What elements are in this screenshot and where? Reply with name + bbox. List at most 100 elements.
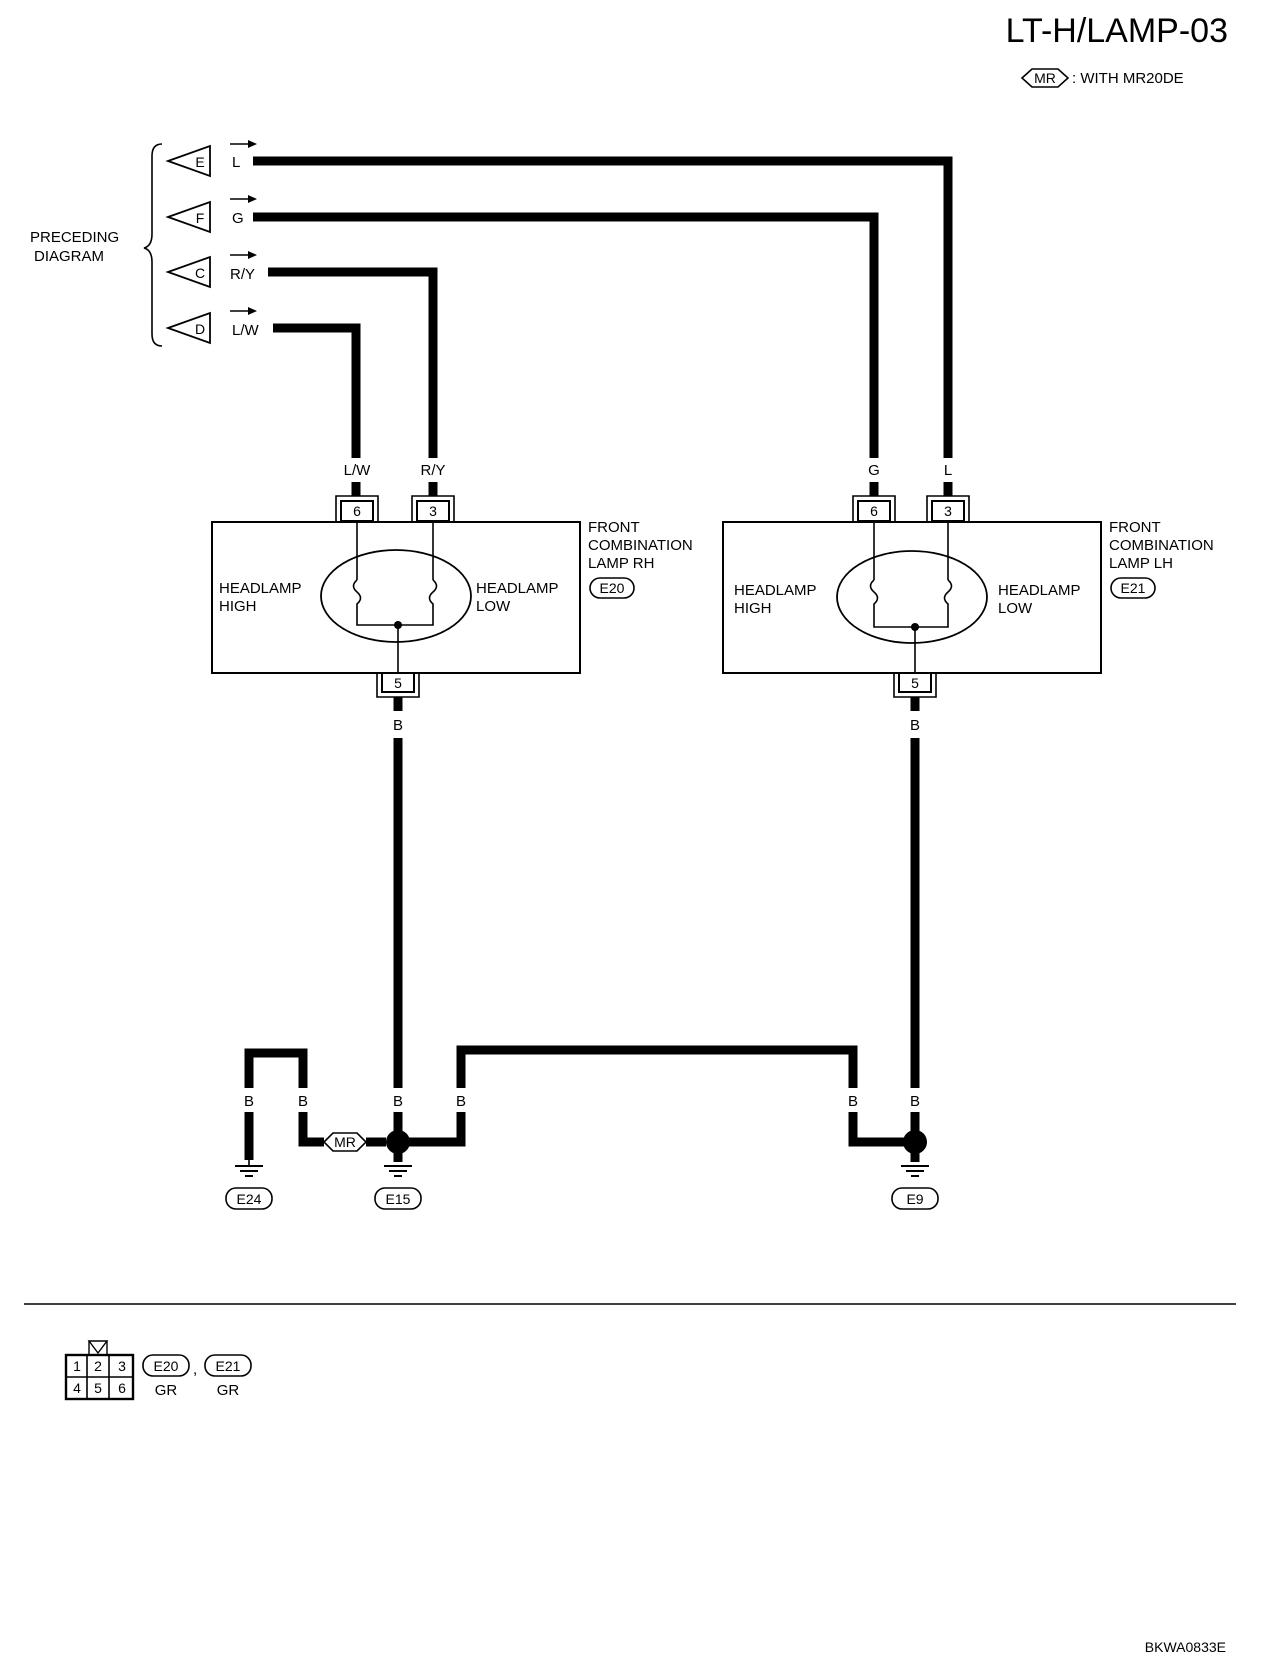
lamp-lh-box <box>722 521 1102 674</box>
wire-lw <box>273 323 361 458</box>
ground-wire-label: B <box>910 1093 920 1110</box>
pin-number: 4 <box>73 1380 81 1396</box>
splice-dot-e15 <box>386 1130 410 1154</box>
pin-number: 3 <box>118 1358 126 1374</box>
svg-text:5: 5 <box>911 675 919 691</box>
pin-connector-lh-low: 3 <box>926 495 970 522</box>
footer-code: BKWA0833E <box>1145 1639 1226 1655</box>
wire-g <box>253 212 879 458</box>
pin-connector-rh-ground: 5 <box>376 672 420 698</box>
wire-label-lamp-rh-high: L/W <box>344 462 372 479</box>
pinout-id-e20: E20 <box>154 1358 179 1374</box>
svg-text:3: 3 <box>944 503 952 519</box>
pin-connector-lh-high: 6 <box>852 495 896 522</box>
pin-number: 6 <box>118 1380 126 1396</box>
preceding-label-line1: PRECEDING <box>30 229 119 246</box>
ground-id-e9: E9 <box>906 1191 923 1207</box>
legend-mr-code: MR <box>1034 70 1056 86</box>
lamp-rh: 6 3 HEADLAMP HIGH HEADLAMP LOW 5 FRONT C… <box>211 495 693 698</box>
connector-id-tag <box>204 1354 252 1377</box>
diagram-title: LT-H/LAMP-03 <box>1006 12 1228 50</box>
connector-letter: E <box>195 154 204 170</box>
ground-id-tag <box>891 1187 939 1210</box>
pin-connector-rh-low: 3 <box>411 495 455 522</box>
lamp-rh-label-high-1: HEADLAMP <box>219 580 302 597</box>
headlamp-bulb-icon <box>320 549 472 643</box>
ground-id-tag <box>225 1187 273 1210</box>
svg-text:6: 6 <box>353 503 361 519</box>
lamp-rh-name-3: LAMP RH <box>588 555 654 572</box>
ground-id-e24: E24 <box>237 1191 262 1207</box>
lamp-lh-name-2: COMBINATION <box>1109 537 1214 554</box>
ground-symbol-icon <box>384 1152 412 1177</box>
right-arrow-icon <box>230 195 257 203</box>
legend-mr: MR : WITH MR20DE <box>1020 68 1184 88</box>
lamp-rh-box <box>211 521 581 674</box>
wire-label-lw: L/W <box>232 322 260 339</box>
right-arrow-icon <box>230 140 257 148</box>
ground-wire-label: B <box>456 1093 466 1110</box>
lamp-rh-label-low-1: HEADLAMP <box>476 580 559 597</box>
wire-mr-left <box>298 1112 324 1147</box>
arrow-connector-icon <box>165 255 211 289</box>
ground-id-tag <box>374 1187 422 1210</box>
pinout-separator: , <box>193 1361 197 1378</box>
connector-letter: C <box>195 265 205 281</box>
connector-id-tag <box>1110 577 1156 599</box>
right-arrow-icon <box>230 307 257 315</box>
ground-symbol-icon <box>901 1152 929 1177</box>
lamp-lh-label-low-1: HEADLAMP <box>998 582 1081 599</box>
connector-id-tag <box>142 1354 190 1377</box>
connector-letter: D <box>195 321 205 337</box>
wire-bridge <box>456 1045 858 1088</box>
wire-bridge-right-down <box>848 1112 905 1147</box>
connector-id-tag <box>589 577 635 599</box>
legend-mr-tag <box>1020 68 1070 88</box>
pin-connector-rh-high: 6 <box>335 495 379 522</box>
wire-label-l: L <box>232 154 240 171</box>
ground-wire-label: B <box>298 1093 308 1110</box>
wire-l <box>253 156 953 458</box>
preceding-connector-d: D <box>165 311 211 345</box>
pin-number: 1 <box>73 1358 81 1374</box>
preceding-connector-e: E <box>165 144 211 178</box>
wire-label-lh-ground: B <box>910 717 920 734</box>
arrow-connector-icon <box>165 311 211 345</box>
lamp-lh: 6 3 HEADLAMP HIGH HEADLAMP LOW 5 FRONT C… <box>722 495 1214 698</box>
ground-wire-label: B <box>848 1093 858 1110</box>
splice-dot-e9 <box>903 1130 927 1154</box>
ground-id-e15: E15 <box>386 1191 411 1207</box>
lamp-lh-label-low-2: LOW <box>998 600 1033 617</box>
svg-text:6: 6 <box>870 503 878 519</box>
lamp-rh-label-high-2: HIGH <box>219 598 257 615</box>
lamp-rh-name-2: COMBINATION <box>588 537 693 554</box>
connector-key-icon <box>87 1340 109 1355</box>
arrow-connector-icon <box>165 144 211 178</box>
wire-label-rh-ground: B <box>393 717 403 734</box>
pin-connector-lh-ground: 5 <box>893 672 937 698</box>
pinout-color-e20: GR <box>155 1382 178 1399</box>
legend-mr-text: : WITH MR20DE <box>1072 70 1184 87</box>
connector-letter: F <box>196 210 205 226</box>
wire-ry <box>268 267 438 458</box>
wire-bridge-left-down <box>404 1112 466 1147</box>
pin-number: 5 <box>94 1380 102 1396</box>
preceding-connector-f: F <box>165 200 211 234</box>
lamp-lh-connector-id: E21 <box>1121 580 1146 596</box>
direction-arrows <box>230 140 257 315</box>
svg-text:5: 5 <box>394 675 402 691</box>
pinout-id-e21: E21 <box>216 1358 241 1374</box>
lamp-lh-label-high-2: HIGH <box>734 600 772 617</box>
mr-tag-icon <box>322 1132 368 1152</box>
connector-pinout: 1 2 3 4 5 6 <box>64 1340 135 1401</box>
lamp-rh-name-1: FRONT <box>588 519 640 536</box>
lamp-rh-connector-id: E20 <box>600 580 625 596</box>
lamp-lh-label-high-1: HEADLAMP <box>734 582 817 599</box>
wire-label-g: G <box>232 210 244 227</box>
wire-label-lamp-rh-low: R/Y <box>420 462 445 479</box>
preceding-label-line2: DIAGRAM <box>34 248 104 265</box>
svg-text:3: 3 <box>429 503 437 519</box>
wire-label-lamp-lh-low: L <box>944 462 952 479</box>
wire-e24-loop <box>244 1048 308 1088</box>
